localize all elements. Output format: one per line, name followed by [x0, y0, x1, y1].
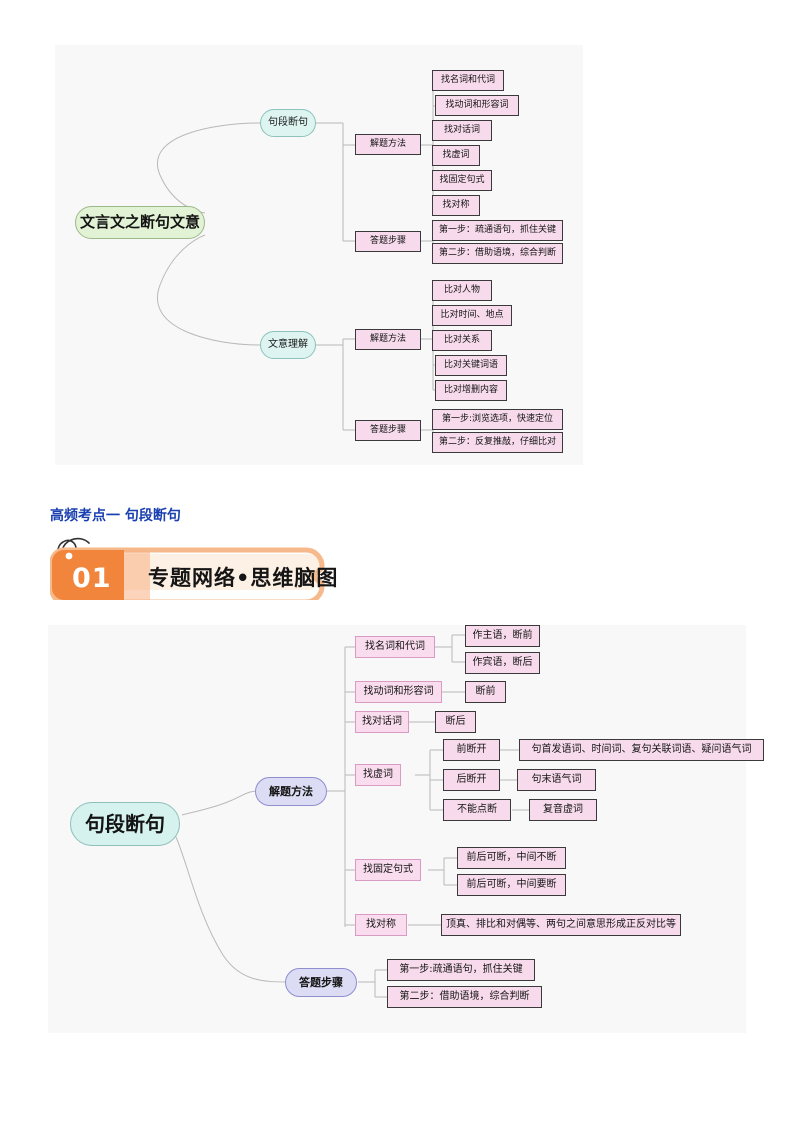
mindmap-top-leaf[interactable]: 第二步：反复推敲，仔细比对: [432, 432, 563, 453]
banner-number: 01: [72, 563, 112, 594]
mindmap-bottom-leaf[interactable]: 前后可断，中间要断: [457, 874, 566, 896]
mindmap-top-leaf[interactable]: 第一步：疏通语句，抓住关键: [432, 220, 563, 241]
mindmap-top-group-steps-2[interactable]: 答题步骤: [355, 420, 421, 441]
banner-title: 专题网络•思维脑图: [148, 566, 339, 590]
mindmap-bottom-leaf[interactable]: 前断开: [443, 739, 500, 761]
banner-shape: [50, 547, 325, 600]
mindmap-bottom-branch-steps[interactable]: 答题步骤: [285, 968, 357, 997]
mindmap-top-leaf[interactable]: 找名词和代词: [432, 70, 504, 91]
mindmap-bottom-item[interactable]: 找虚词: [355, 764, 401, 786]
mindmap-top-leaf[interactable]: 比对人物: [432, 280, 492, 301]
mindmap-bottom-leaf[interactable]: 复音虚词: [529, 799, 597, 821]
mindmap-top-leaf[interactable]: 第二步：借助语境，综合判断: [432, 243, 563, 264]
mindmap-top-leaf[interactable]: 比对关系: [432, 330, 492, 351]
mindmap-bottom-panel: 句段断句 解题方法 答题步骤 找名词和代词 找动词和形容词 找对话词 找虚词 找…: [48, 625, 764, 1033]
mindmap-bottom-leaf[interactable]: 句首发语词、时间词、复句关联词语、疑问语气词: [519, 739, 764, 761]
mindmap-bottom-leaf[interactable]: 断前: [465, 681, 506, 703]
mindmap-bottom-item[interactable]: 找固定句式: [355, 859, 421, 881]
mindmap-top-group-method-2[interactable]: 解题方法: [355, 329, 421, 350]
mindmap-top-leaf[interactable]: 找固定句式: [432, 170, 492, 191]
mindmap-bottom-leaf[interactable]: 第一步:疏通语句，抓住关键: [387, 959, 535, 981]
topic-banner: 01 专题网络•思维脑图: [50, 532, 340, 600]
mindmap-top-leaf[interactable]: 比对时间、地点: [432, 305, 512, 326]
mindmap-bottom-leaf[interactable]: 顶真、排比和对偶等、两句之间意思形成正反对比等: [441, 914, 681, 936]
mindmap-bottom-leaf[interactable]: 作宾语，断后: [465, 652, 540, 674]
mindmap-top-leaf[interactable]: 找动词和形容词: [435, 95, 519, 116]
mindmap-top-leaf[interactable]: 比对增删内容: [435, 380, 507, 401]
mindmap-bottom-leaf[interactable]: 不能点断: [443, 799, 511, 821]
mindmap-bottom-item[interactable]: 找动词和形容词: [355, 681, 442, 703]
mindmap-bottom-item[interactable]: 找对话词: [355, 711, 409, 733]
mindmap-top-group-method-1[interactable]: 解题方法: [355, 134, 421, 155]
mindmap-bottom-item[interactable]: 找名词和代词: [355, 636, 435, 658]
mindmap-top-branch-wenyi[interactable]: 文意理解: [260, 331, 316, 359]
mindmap-bottom-leaf[interactable]: 断后: [435, 711, 476, 733]
mindmap-bottom-leaf[interactable]: 前后可断，中间不断: [457, 847, 566, 869]
mindmap-bottom-branch-method[interactable]: 解题方法: [255, 777, 327, 806]
mindmap-top-leaf[interactable]: 找对称: [432, 195, 480, 216]
mindmap-bottom-leaf[interactable]: 第二步：借助语境，综合判断: [387, 986, 542, 1008]
mindmap-top-leaf[interactable]: 第一步:浏览选项，快速定位: [432, 409, 563, 430]
mindmap-top-branch-juduan[interactable]: 句段断句: [260, 109, 316, 137]
mindmap-bottom-item[interactable]: 找对称: [355, 914, 407, 936]
mindmap-top-leaf[interactable]: 找对话词: [432, 120, 492, 141]
mindmap-top-root[interactable]: 文言文之断句文意: [75, 206, 205, 239]
mindmap-top-group-steps-1[interactable]: 答题步骤: [355, 231, 421, 252]
mindmap-bottom-leaf[interactable]: 后断开: [443, 769, 500, 791]
mindmap-top-panel: 文言文之断句文意 句段断句 文意理解 解题方法 答题步骤 解题方法 答题步骤 找…: [55, 45, 583, 465]
mindmap-bottom-leaf[interactable]: 作主语，断前: [465, 625, 540, 647]
mindmap-bottom-leaf[interactable]: 句末语气词: [517, 769, 596, 791]
mindmap-top-leaf[interactable]: 找虚词: [432, 145, 480, 166]
mindmap-bottom-root[interactable]: 句段断句: [70, 802, 180, 846]
section-heading: 高频考点一 句段断句: [50, 508, 181, 524]
mindmap-top-leaf[interactable]: 比对关键词语: [435, 355, 507, 376]
